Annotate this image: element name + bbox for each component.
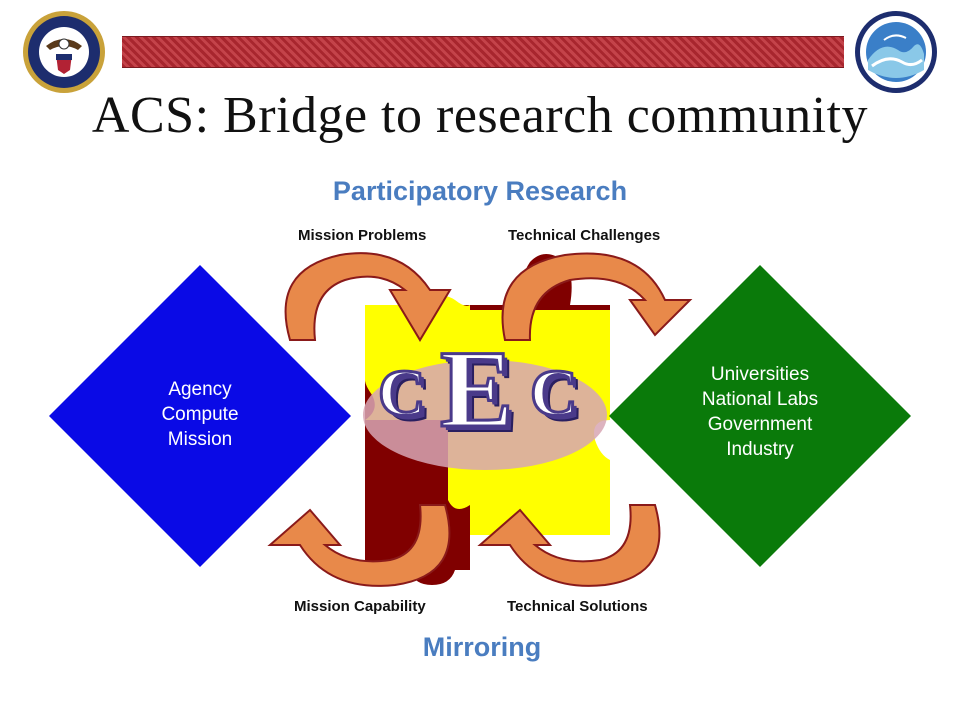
mission-problems-label: Mission Problems	[298, 227, 427, 244]
agency-diamond-text: Agency Compute Mission	[130, 377, 270, 452]
national-labs-line: National Labs	[701, 389, 819, 410]
technical-solutions-arrow	[477, 504, 661, 587]
page-title: ACS: Bridge to research community	[91, 87, 869, 144]
mission-problems-arrow	[284, 252, 452, 342]
research-directorate-seal-icon	[855, 11, 937, 93]
mission-capability-arrow	[267, 504, 451, 587]
mission-capability-label: Mission Capability	[294, 598, 426, 615]
mirroring-label: Mirroring	[422, 632, 542, 662]
government-line: Government	[707, 414, 813, 435]
universities-line: Universities	[710, 364, 810, 385]
partners-diamond	[609, 265, 911, 567]
industry-line: Industry	[726, 439, 794, 460]
header-banner	[122, 36, 844, 68]
technical-challenges-arrow	[501, 252, 693, 341]
nsa-seal-icon	[23, 11, 105, 93]
compute-line: Compute	[161, 404, 239, 425]
cec-ellipse	[363, 360, 607, 470]
participatory-research-label: Participatory Research	[332, 176, 628, 206]
agency-line: Agency	[168, 379, 232, 400]
technical-challenges-label: Technical Challenges	[508, 227, 661, 244]
technical-solutions-label: Technical Solutions	[507, 598, 648, 615]
partners-diamond-text: Universities National Labs Government In…	[670, 362, 850, 462]
cec-letter-2: E	[438, 327, 514, 452]
cec-letter-3: C	[529, 356, 580, 432]
cec-letter-1: C	[377, 356, 428, 432]
agency-diamond	[49, 265, 351, 567]
mission-line: Mission	[167, 429, 233, 450]
